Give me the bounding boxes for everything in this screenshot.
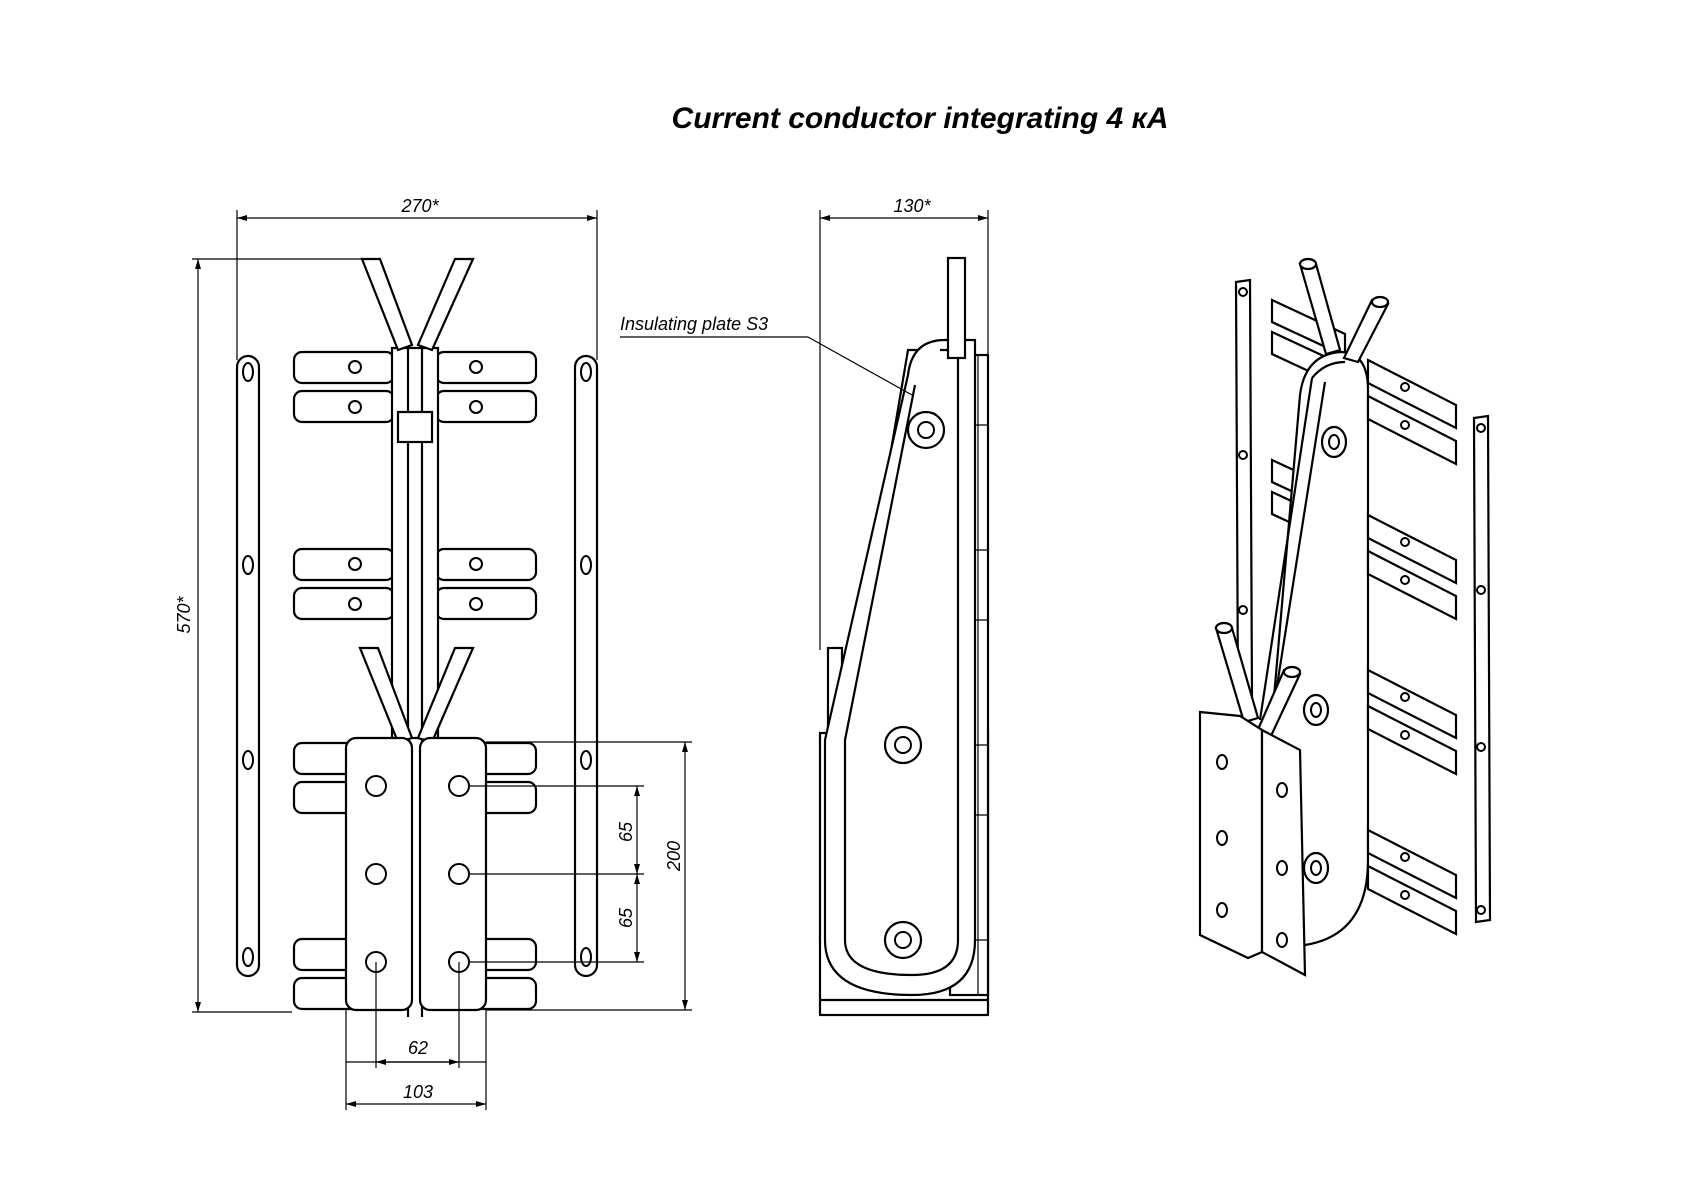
dim-hole-spacing: 62 xyxy=(408,1038,428,1058)
mid-left-terminal xyxy=(358,646,414,744)
iso-top-tube-right xyxy=(1342,298,1390,364)
left-strap xyxy=(235,354,261,978)
front-dimensions: 270* 570* 200 65 65 62 103 xyxy=(174,196,692,1110)
dim-side-width: 130* xyxy=(893,196,931,216)
dim-pad-width: 103 xyxy=(403,1082,433,1102)
side-top-bar xyxy=(946,256,967,360)
top-right-terminal xyxy=(416,257,475,352)
dim-pad-height: 200 xyxy=(664,841,684,872)
dim-hole-pitch-2: 65 xyxy=(616,907,636,928)
dim-front-width: 270* xyxy=(400,196,439,216)
center-conductor xyxy=(390,346,440,740)
dim-front-height: 570* xyxy=(174,595,194,633)
front-view xyxy=(235,257,599,1017)
iso-left-strap xyxy=(1234,278,1254,704)
top-left-terminal xyxy=(360,257,414,352)
dim-hole-pitch-1: 65 xyxy=(616,821,636,842)
right-strap xyxy=(573,354,599,978)
isometric-view xyxy=(1198,257,1492,977)
side-view xyxy=(818,256,990,1017)
iso-left-pad xyxy=(1198,710,1264,960)
side-dimensions: 130* Insulating plate S3 xyxy=(620,196,989,650)
iso-right-pad xyxy=(1260,728,1307,977)
iso-right-strap xyxy=(1472,414,1492,924)
side-u-conductor xyxy=(823,338,977,997)
callout-insulating-plate: Insulating plate S3 xyxy=(620,314,768,334)
drawing-title: Current conductor integrating 4 кA xyxy=(672,102,1169,135)
iso-right-busbars xyxy=(1366,358,1458,936)
